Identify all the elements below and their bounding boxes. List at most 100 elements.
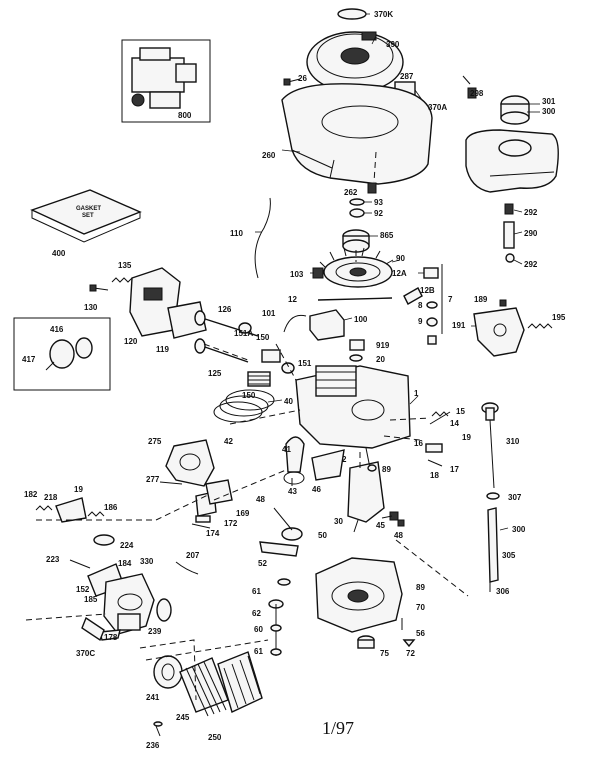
label-110: 110 [230, 229, 243, 238]
screw-26 [283, 78, 301, 86]
seal-151a [238, 322, 252, 334]
inset-box-416 [13, 317, 111, 391]
label-18: 18 [430, 471, 439, 480]
clip-370c [81, 616, 105, 642]
label-8: 8 [418, 301, 423, 310]
fuel-cap-298 [462, 75, 477, 99]
label-19-right: 19 [462, 433, 471, 442]
label-56: 56 [416, 629, 425, 638]
label-50: 50 [318, 531, 327, 540]
label-310: 310 [506, 437, 520, 446]
label-262: 262 [344, 188, 358, 197]
label-60: 60 [254, 625, 263, 634]
label-370k: 370K [374, 10, 393, 19]
gasket-set-400 [30, 189, 142, 243]
carb-body-330 [103, 573, 155, 635]
spacer-56 [277, 578, 291, 586]
label-101: 101 [262, 309, 276, 318]
cam-gear-52 [259, 541, 299, 557]
air-filter-base-241 [153, 655, 183, 689]
label-195: 195 [552, 313, 566, 322]
label-92: 92 [374, 209, 383, 218]
label-62: 62 [252, 609, 261, 618]
label-103: 103 [290, 270, 304, 279]
seal-75 [357, 635, 375, 649]
washer-262 [367, 182, 377, 194]
cap-screw-45 [381, 511, 399, 521]
label-800: 800 [178, 111, 192, 120]
label-185: 185 [84, 595, 98, 604]
stud-103 [310, 267, 324, 279]
throttle-shaft-182 [35, 505, 53, 511]
label-290: 290 [524, 229, 538, 238]
part-labels: 370K 390 26 287 370A 300 301 298 260 262… [22, 10, 566, 750]
washer-89 [367, 464, 377, 472]
label-301: 301 [542, 97, 556, 106]
ignition-armature-100 [283, 309, 353, 341]
screw-236 [153, 721, 163, 737]
label-306: 306 [496, 587, 510, 596]
valve-spring-150 [247, 349, 281, 387]
label-89-center: 89 [382, 465, 391, 474]
washer-9 [426, 317, 438, 345]
label-100: 100 [354, 315, 368, 324]
starter-cup-865 [342, 229, 378, 253]
valve-126 [194, 310, 259, 337]
link-218 [55, 497, 87, 523]
label-236: 236 [146, 741, 160, 750]
label-72: 72 [406, 649, 415, 658]
washer-8 [426, 301, 438, 309]
label-42: 42 [224, 437, 233, 446]
label-43: 43 [288, 487, 297, 496]
cam-46 [311, 449, 345, 481]
label-300-right: 300 [512, 525, 526, 534]
label-61-top: 61 [252, 587, 261, 596]
label-40: 40 [284, 397, 293, 406]
label-152: 152 [76, 585, 90, 594]
label-865: 865 [380, 231, 394, 240]
breather-120 [129, 267, 181, 337]
tube-305 [487, 507, 509, 583]
governor-link-15-14 [429, 411, 451, 425]
screw-130 [89, 284, 109, 292]
recoil-starter-390 [306, 31, 404, 93]
washer-72 [402, 639, 416, 648]
screw-223 [69, 559, 91, 569]
label-12: 12 [288, 295, 297, 304]
label-300: 300 [542, 107, 556, 116]
filter-element-245 [179, 657, 229, 717]
muffler-275 [165, 439, 215, 487]
label-46: 46 [312, 485, 321, 494]
label-182: 182 [24, 490, 38, 499]
spacer-919-20 [349, 339, 365, 362]
screw-277 [159, 481, 183, 485]
label-70: 70 [416, 603, 425, 612]
spring-151 [281, 362, 295, 374]
label-207: 207 [186, 551, 200, 560]
dashed-leaders [25, 151, 469, 701]
label-218: 218 [44, 493, 58, 502]
label-172: 172 [224, 519, 238, 528]
label-1: 1 [414, 389, 419, 398]
valve-125 [194, 338, 249, 363]
label-417: 417 [22, 355, 36, 364]
fuel-cap-300-301 [500, 95, 540, 125]
label-390: 390 [386, 40, 400, 49]
gasket-set-line1: GASKET [76, 206, 101, 212]
label-12a: 12A [392, 269, 407, 278]
flywheel-90 [319, 247, 401, 288]
label-307: 307 [508, 493, 522, 502]
spool-60-61 [270, 624, 282, 656]
label-15: 15 [456, 407, 465, 416]
dipstick-tube-310 [481, 402, 499, 489]
label-224: 224 [120, 541, 134, 550]
label-919: 919 [376, 341, 390, 350]
label-26: 26 [298, 74, 307, 83]
label-239: 239 [148, 627, 162, 636]
inset-engine-800 [121, 39, 211, 123]
label-2: 2 [342, 455, 347, 464]
label-90: 90 [396, 254, 405, 263]
label-150-top: 150 [256, 333, 270, 342]
label-19-left: 19 [74, 485, 83, 494]
label-135: 135 [118, 261, 132, 270]
